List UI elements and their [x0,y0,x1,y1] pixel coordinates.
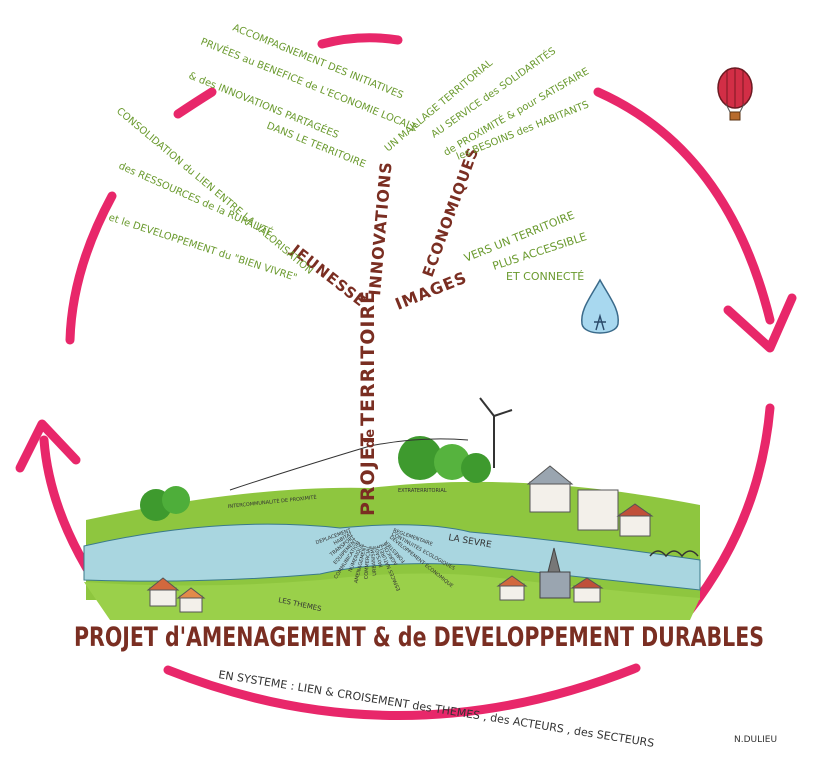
theme-label: URBANISME [370,546,378,576]
leaves-territoire: VERS UN TERRITOIRE PLUS ACCESSIBLE ET CO… [462,209,588,283]
cycle-arc-left [65,191,117,345]
leaves-maillage: UN MAILLAGE TERRITORIAL AU SERVICE des S… [383,44,591,163]
leaf-text: et le DEVELOPPEMENT du "BIEN VIVRE" [107,212,298,283]
house-icon [149,587,177,607]
tree-icon [162,486,190,514]
building-icon [577,489,619,531]
cycle-arrowhead-right [723,293,797,353]
river [83,523,701,591]
building-icon [529,481,571,513]
trunk-text-2: de [363,428,378,448]
roof-icon [616,503,654,517]
cycle-arc-right-bottom [685,403,775,615]
branch-innovations: INNOVATIONS [365,160,396,296]
balloon-icon [717,67,753,121]
signature: N.DULIEU [734,735,777,745]
branch-jeunesse: JEUNESSE [287,240,370,310]
power-line [229,438,469,491]
theme-label: PAYSAGE [373,545,384,568]
extraterritorial-label: EXTRATERRITORIAL [398,488,447,494]
roof-icon [146,577,180,591]
cycle-arrowhead-left [15,419,81,473]
roof-icon [176,587,206,599]
tree-trunk: PROJET de TERRITOIRE [357,290,379,516]
church-icon [539,571,571,599]
building-icon [619,513,651,537]
cycle-arc-right-top [593,87,775,325]
landscape [83,397,701,620]
leaf-text: ET CONNECTÉ [506,270,584,283]
leaf-text: & des INNOVATIONS PARTAGÉES [187,69,341,141]
roof-icon [570,577,604,589]
trunk-text-3: TERRITOIRE [357,290,379,426]
cycle-arc-top [317,33,403,49]
tree-icon [461,453,491,483]
water-drop-icon [581,278,619,334]
bridge-icon [649,550,699,558]
cycle-arc-upper-left [173,87,217,119]
wind-turbine-icon [479,397,513,468]
trunk-text-1: PROJET [357,432,379,516]
cycle-arc-bottom [163,663,641,720]
tree-icon [398,436,442,480]
tree-branches: INNOVATIONS ECONOMIQUES JEUNESSE IMAGES [287,145,483,314]
main-title: PROJET d'AMENAGEMENT & de DEVELOPPEMENT … [74,622,764,653]
roof-icon [496,575,528,587]
roof-icon [526,465,574,485]
tree-icon [434,444,470,480]
theme-label: COMMERCIAL [363,545,372,579]
